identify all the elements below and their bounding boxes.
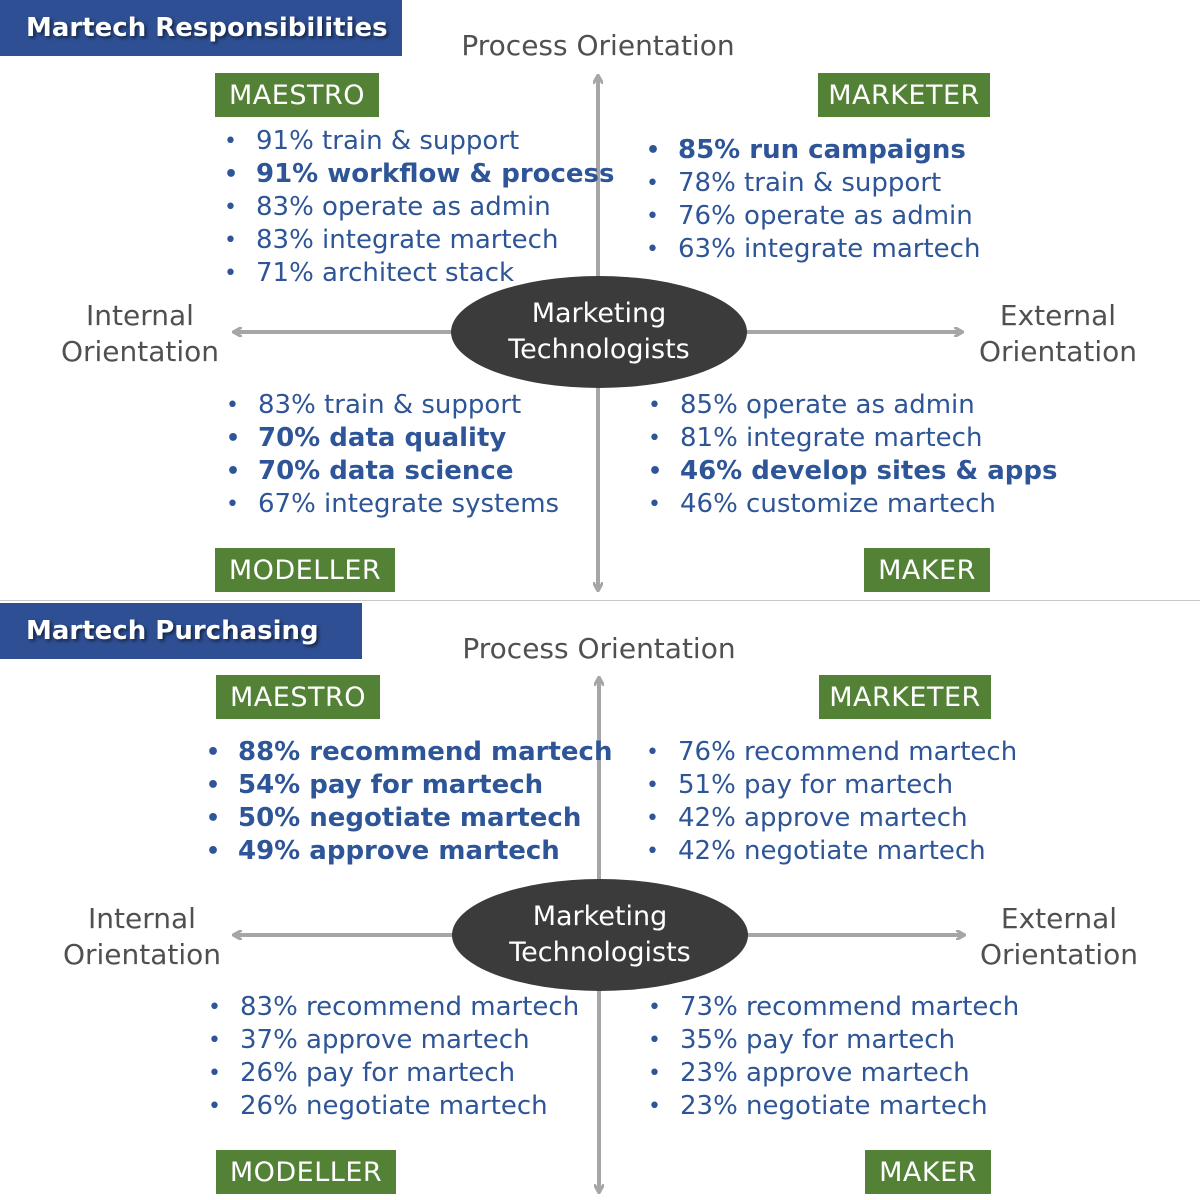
list-item: 23% negotiate martech (646, 1090, 1019, 1123)
marketer-list: 76% recommend martech51% pay for martech… (644, 736, 1017, 868)
list-item: 63% integrate martech (644, 233, 980, 266)
list-item: 83% recommend martech (206, 991, 579, 1024)
axis-label-top: Process Orientation (462, 632, 736, 665)
list-item: 91% workflow & process (222, 158, 615, 191)
list-item: 42% negotiate martech (644, 835, 1017, 868)
list-item: 50% negotiate martech (204, 802, 612, 835)
list-item: 81% integrate martech (646, 422, 1058, 455)
list-item: 54% pay for martech (204, 769, 612, 802)
list-item: 67% integrate systems (224, 488, 559, 521)
center-label-line1: Marketing (532, 901, 668, 932)
maestro-list: 88% recommend martech54% pay for martech… (204, 736, 612, 868)
list-item: 85% operate as admin (646, 389, 1058, 422)
panel-title: Martech Responsibilities (0, 0, 402, 56)
list-item: 26% pay for martech (206, 1057, 579, 1090)
list-item: 88% recommend martech (204, 736, 612, 769)
marketer-tag: MARKETER (818, 73, 990, 117)
modeller-list: 83% recommend martech37% approve martech… (206, 991, 579, 1123)
maker-tag: MAKER (864, 548, 990, 592)
axis-label-left-line1: Internal (86, 299, 194, 332)
list-item: 23% approve martech (646, 1057, 1019, 1090)
axis-label-left: Internal Orientation (40, 298, 240, 370)
list-item: 78% train & support (644, 167, 980, 200)
list-item: 71% architect stack (222, 257, 615, 290)
list-item: 83% operate as admin (222, 191, 615, 224)
list-item: 85% run campaigns (644, 134, 980, 167)
maker-tag: MAKER (865, 1150, 991, 1194)
axis-label-right-line1: External (1000, 902, 1118, 935)
center-label-line1: Marketing (531, 298, 667, 329)
responsibilities-panel: Martech Responsibilities Process Orienta… (0, 0, 1200, 600)
list-item: 46% customize martech (646, 488, 1058, 521)
list-item: 91% train & support (222, 125, 615, 158)
list-item: 35% pay for martech (646, 1024, 1019, 1057)
modeller-list: 83% train & support70% data quality70% d… (224, 389, 559, 521)
axis-label-right-line2: Orientation (978, 335, 1138, 368)
axis-label-left-line2: Orientation (62, 938, 222, 971)
list-item: 76% operate as admin (644, 200, 980, 233)
list-item: 46% develop sites & apps (646, 455, 1058, 488)
list-item: 70% data science (224, 455, 559, 488)
axis-label-left-line1: Internal (88, 902, 196, 935)
list-item: 76% recommend martech (644, 736, 1017, 769)
list-item: 51% pay for martech (644, 769, 1017, 802)
center-label-line2: Technologists (509, 937, 691, 968)
list-item: 26% negotiate martech (206, 1090, 579, 1123)
marketer-list: 85% run campaigns78% train & support76% … (644, 134, 980, 266)
list-item: 70% data quality (224, 422, 559, 455)
center-oval: Marketing Technologists (451, 276, 747, 388)
maker-list: 73% recommend martech35% pay for martech… (646, 991, 1019, 1123)
axis-label-right-line2: Orientation (979, 938, 1139, 971)
purchasing-panel: Martech Purchasing Process Orientation I… (0, 600, 1200, 1200)
list-item: 83% train & support (224, 389, 559, 422)
axis-label-right: External Orientation (959, 901, 1159, 973)
list-item: 49% approve martech (204, 835, 612, 868)
modeller-tag: MODELLER (215, 548, 395, 592)
list-item: 83% integrate martech (222, 224, 615, 257)
axis-label-top: Process Orientation (461, 29, 735, 62)
list-item: 37% approve martech (206, 1024, 579, 1057)
marketer-tag: MARKETER (819, 675, 991, 719)
modeller-tag: MODELLER (216, 1150, 396, 1194)
center-oval: Marketing Technologists (452, 879, 748, 991)
axis-label-right: External Orientation (958, 298, 1158, 370)
list-item: 42% approve martech (644, 802, 1017, 835)
list-item: 73% recommend martech (646, 991, 1019, 1024)
maestro-list: 91% train & support91% workflow & proces… (222, 125, 615, 290)
maestro-tag: MAESTRO (216, 675, 380, 719)
axis-label-left: Internal Orientation (42, 901, 242, 973)
panel-divider (0, 600, 1200, 601)
maker-list: 85% operate as admin81% integrate martec… (646, 389, 1058, 521)
axis-label-left-line2: Orientation (60, 335, 220, 368)
maestro-tag: MAESTRO (215, 73, 379, 117)
panel-title: Martech Purchasing (0, 603, 362, 659)
center-label-line2: Technologists (508, 334, 690, 365)
axis-label-right-line1: External (999, 299, 1117, 332)
